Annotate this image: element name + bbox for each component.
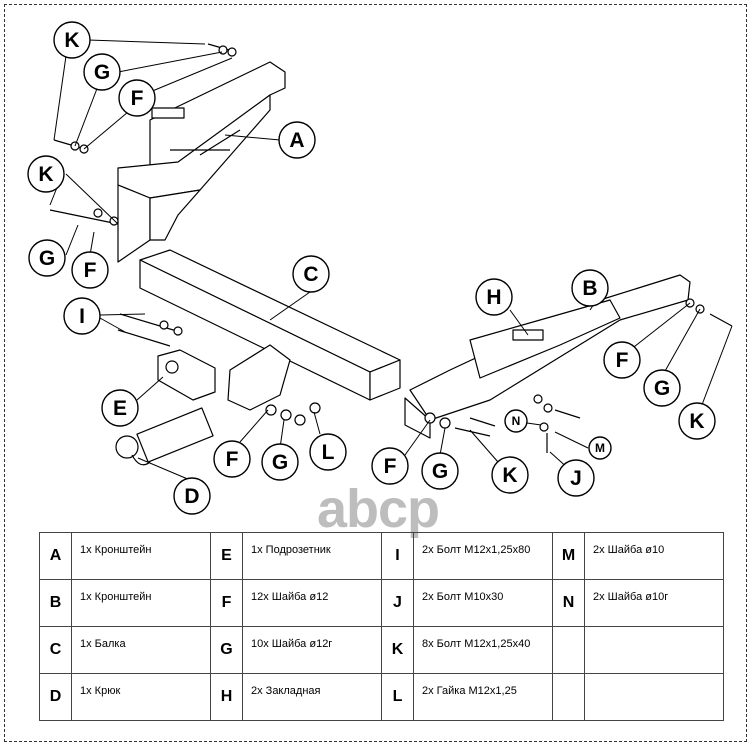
part-description: 2x Шайба ø10	[584, 532, 724, 580]
part-description: 2x Закладная	[242, 673, 382, 721]
callout-g-right-label: G	[654, 377, 670, 400]
callout-m	[588, 436, 612, 460]
callout-l-label: L	[322, 441, 335, 464]
part-code: L	[381, 673, 414, 721]
callout-k-bottom-label: K	[502, 464, 517, 487]
callout-h	[475, 278, 513, 316]
callout-k-top-label: K	[64, 29, 79, 52]
part-code: F	[210, 579, 243, 627]
callout-k-top	[53, 21, 91, 59]
callout-c-label: C	[303, 263, 318, 286]
part-description: 8x Болт M12x1,25x40	[413, 626, 553, 674]
part-code: M	[552, 532, 585, 580]
callout-b	[571, 269, 609, 307]
callout-i-label: I	[79, 305, 85, 328]
callout-h-label: H	[486, 286, 501, 309]
callout-k-right	[678, 402, 716, 440]
part-code: B	[39, 579, 72, 627]
part-code: A	[39, 532, 72, 580]
part-code: N	[552, 579, 585, 627]
callout-g-top-label: G	[94, 61, 110, 84]
callout-g-bottom	[421, 452, 459, 490]
socket-box-part	[157, 349, 216, 401]
part-description: 1x Кронштейн	[71, 579, 211, 627]
callout-k-left	[27, 155, 65, 193]
callout-f-center-label: F	[226, 448, 239, 471]
part-description: 1x Подрозетник	[242, 532, 382, 580]
callout-g-right	[643, 369, 681, 407]
callout-d	[173, 477, 211, 515]
callout-g-center	[261, 443, 299, 481]
callout-f-center	[213, 440, 251, 478]
part-description: 2x Болт M12x1,25x80	[413, 532, 553, 580]
callout-e-label: E	[113, 397, 127, 420]
callout-m-label: M	[595, 441, 605, 455]
callout-f-left	[71, 251, 109, 289]
bracket-b-part	[404, 274, 691, 439]
part-description: 2x Гайка M12x1,25	[413, 673, 553, 721]
callout-a	[278, 121, 316, 159]
bracket-a-part	[117, 61, 286, 263]
part-description: 1x Крюк	[71, 673, 211, 721]
part-code: I	[381, 532, 414, 580]
watermark-logo: abcp	[316, 479, 440, 539]
part-code	[552, 673, 585, 721]
callout-g-bottom-label: G	[432, 460, 448, 483]
callout-f-top	[118, 79, 156, 117]
bolt-group-right	[424, 298, 733, 453]
part-code: G	[210, 626, 243, 674]
callout-c	[292, 255, 330, 293]
callout-f-right	[603, 341, 641, 379]
diagram-frame	[4, 4, 747, 742]
callout-d-label: D	[184, 485, 199, 508]
hitch-plate-part	[227, 344, 291, 411]
part-description	[584, 673, 724, 721]
callout-g-center-label: G	[272, 451, 288, 474]
callout-b-label: B	[582, 277, 597, 300]
part-code: E	[210, 532, 243, 580]
callout-f-top-label: F	[131, 87, 144, 110]
part-description: 2x Шайба ø10г	[584, 579, 724, 627]
callout-f-bottom-label: F	[384, 455, 397, 478]
part-description: 1x Кронштейн	[71, 532, 211, 580]
part-code: H	[210, 673, 243, 721]
part-code: D	[39, 673, 72, 721]
part-code	[552, 626, 585, 674]
part-description	[584, 626, 724, 674]
callout-n-label: N	[512, 414, 521, 428]
bolt-group-center	[265, 402, 321, 426]
part-description: 2x Болт M10x30	[413, 579, 553, 627]
callout-k-left-label: K	[38, 163, 53, 186]
callout-j	[557, 459, 595, 497]
callout-j-label: J	[570, 467, 582, 490]
callout-l	[309, 433, 347, 471]
part-code: J	[381, 579, 414, 627]
callout-g-left-label: G	[39, 247, 55, 270]
part-description: 10x Шайба ø12г	[242, 626, 382, 674]
callout-g-top	[83, 53, 121, 91]
part-description: 12x Шайба ø12	[242, 579, 382, 627]
callout-i	[63, 297, 101, 335]
callout-n	[504, 409, 528, 433]
part-description: 1x Балка	[71, 626, 211, 674]
callout-f-left-label: F	[84, 259, 97, 282]
callout-a-label: A	[289, 129, 304, 152]
part-code: K	[381, 626, 414, 674]
part-code: C	[39, 626, 72, 674]
callout-f-bottom	[371, 447, 409, 485]
ball-hook-part	[115, 407, 214, 466]
callout-g-left	[28, 239, 66, 277]
callout-k-right-label: K	[689, 410, 704, 433]
callout-f-right-label: F	[616, 349, 629, 372]
callout-k-bottom	[491, 456, 529, 494]
beam-c-part	[139, 249, 401, 401]
callout-e	[101, 389, 139, 427]
